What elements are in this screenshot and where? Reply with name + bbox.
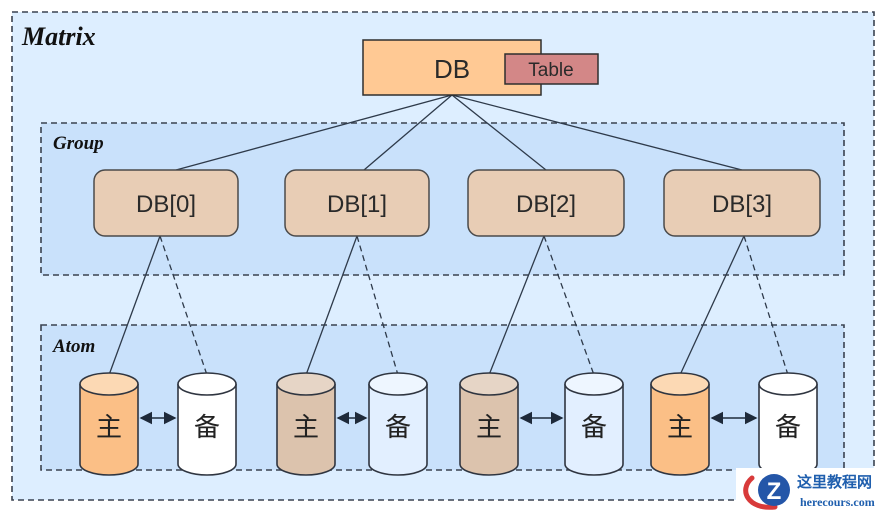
cylinder-body (650, 384, 710, 476)
table-node[interactable]: Table (504, 53, 599, 85)
root-link-1 (363, 94, 453, 171)
matrix-label: Matrix (21, 22, 96, 51)
backup-cylinder[interactable]: 备 (368, 372, 428, 476)
group-node-box (663, 169, 821, 237)
primary-cylinder[interactable]: 主 (650, 372, 710, 476)
cylinder-label: 主 (667, 413, 693, 443)
cylinder-top (650, 372, 710, 396)
cylinder-label: 主 (96, 413, 122, 443)
backup-link-0 (159, 235, 208, 376)
group-node-db-3[interactable]: DB[3] (663, 169, 821, 237)
table-label: Table (528, 60, 573, 81)
atom-label: Atom (52, 336, 95, 357)
root-db-label: DB (434, 54, 470, 84)
group-node-label: DB[1] (327, 191, 387, 218)
watermark-logo-circle (758, 474, 790, 506)
cylinder-label: 主 (293, 413, 319, 443)
cylinder-top (564, 372, 624, 396)
cylinder-label: 备 (581, 413, 607, 443)
group-node-box (467, 169, 625, 237)
atom-links (108, 235, 789, 376)
group-node-db-2[interactable]: DB[2] (467, 169, 625, 237)
group-label: Group (53, 133, 104, 154)
cylinder-label: 主 (476, 413, 502, 443)
atom-pair-3: 主备 (650, 372, 818, 476)
cylinder-top (177, 372, 237, 396)
cylinder-body (276, 384, 336, 476)
backup-cylinder[interactable]: 备 (177, 372, 237, 476)
watermark: Z 这里教程网 herecours.com (736, 468, 889, 513)
cylinder-body (79, 384, 139, 476)
cylinder-top (79, 372, 139, 396)
cylinder-body (177, 384, 237, 476)
atom-pair-1: 主备 (276, 372, 428, 476)
group-node-label: DB[2] (516, 191, 576, 218)
cylinder-label: 备 (385, 413, 411, 443)
primary-link-1 (305, 235, 358, 376)
backup-link-1 (356, 235, 399, 376)
root-link-2 (451, 94, 547, 171)
group-node-label: DB[3] (712, 191, 772, 218)
root-link-3 (451, 94, 743, 171)
watermark-logo-letter: Z (767, 478, 782, 505)
primary-cylinder[interactable]: 主 (276, 372, 336, 476)
cylinder-label: 备 (194, 413, 220, 443)
primary-cylinder[interactable]: 主 (79, 372, 139, 476)
cylinder-top (459, 372, 519, 396)
backup-cylinder[interactable]: 备 (564, 372, 624, 476)
cylinder-body (564, 384, 624, 476)
primary-link-2 (488, 235, 545, 376)
group-node-label: DB[0] (136, 191, 196, 218)
backup-link-3 (743, 235, 789, 376)
group-node-box (93, 169, 239, 237)
cylinder-top (368, 372, 428, 396)
root-db-node[interactable]: DB (362, 39, 542, 96)
group-node-box (284, 169, 430, 237)
primary-link-0 (108, 235, 161, 376)
watermark-en: herecours.com (800, 495, 875, 509)
cylinder-label: 备 (775, 413, 801, 443)
atom-pair-0: 主备 (79, 372, 237, 476)
primary-cylinder[interactable]: 主 (459, 372, 519, 476)
cylinder-top (276, 372, 336, 396)
cylinder-body (459, 384, 519, 476)
atom-zone (40, 324, 845, 471)
primary-link-3 (679, 235, 745, 376)
root-link-0 (175, 94, 453, 171)
group-node-db-0[interactable]: DB[0] (93, 169, 239, 237)
root-links (175, 94, 743, 171)
group-node-db-1[interactable]: DB[1] (284, 169, 430, 237)
table-box (504, 53, 599, 85)
atom-pair-2: 主备 (459, 372, 624, 476)
backup-cylinder[interactable]: 备 (758, 372, 818, 476)
cylinder-body (368, 384, 428, 476)
watermark-cn: 这里教程网 (797, 473, 872, 491)
backup-link-2 (543, 235, 595, 376)
cylinder-top (758, 372, 818, 396)
watermark-logo-swoosh (743, 475, 778, 510)
